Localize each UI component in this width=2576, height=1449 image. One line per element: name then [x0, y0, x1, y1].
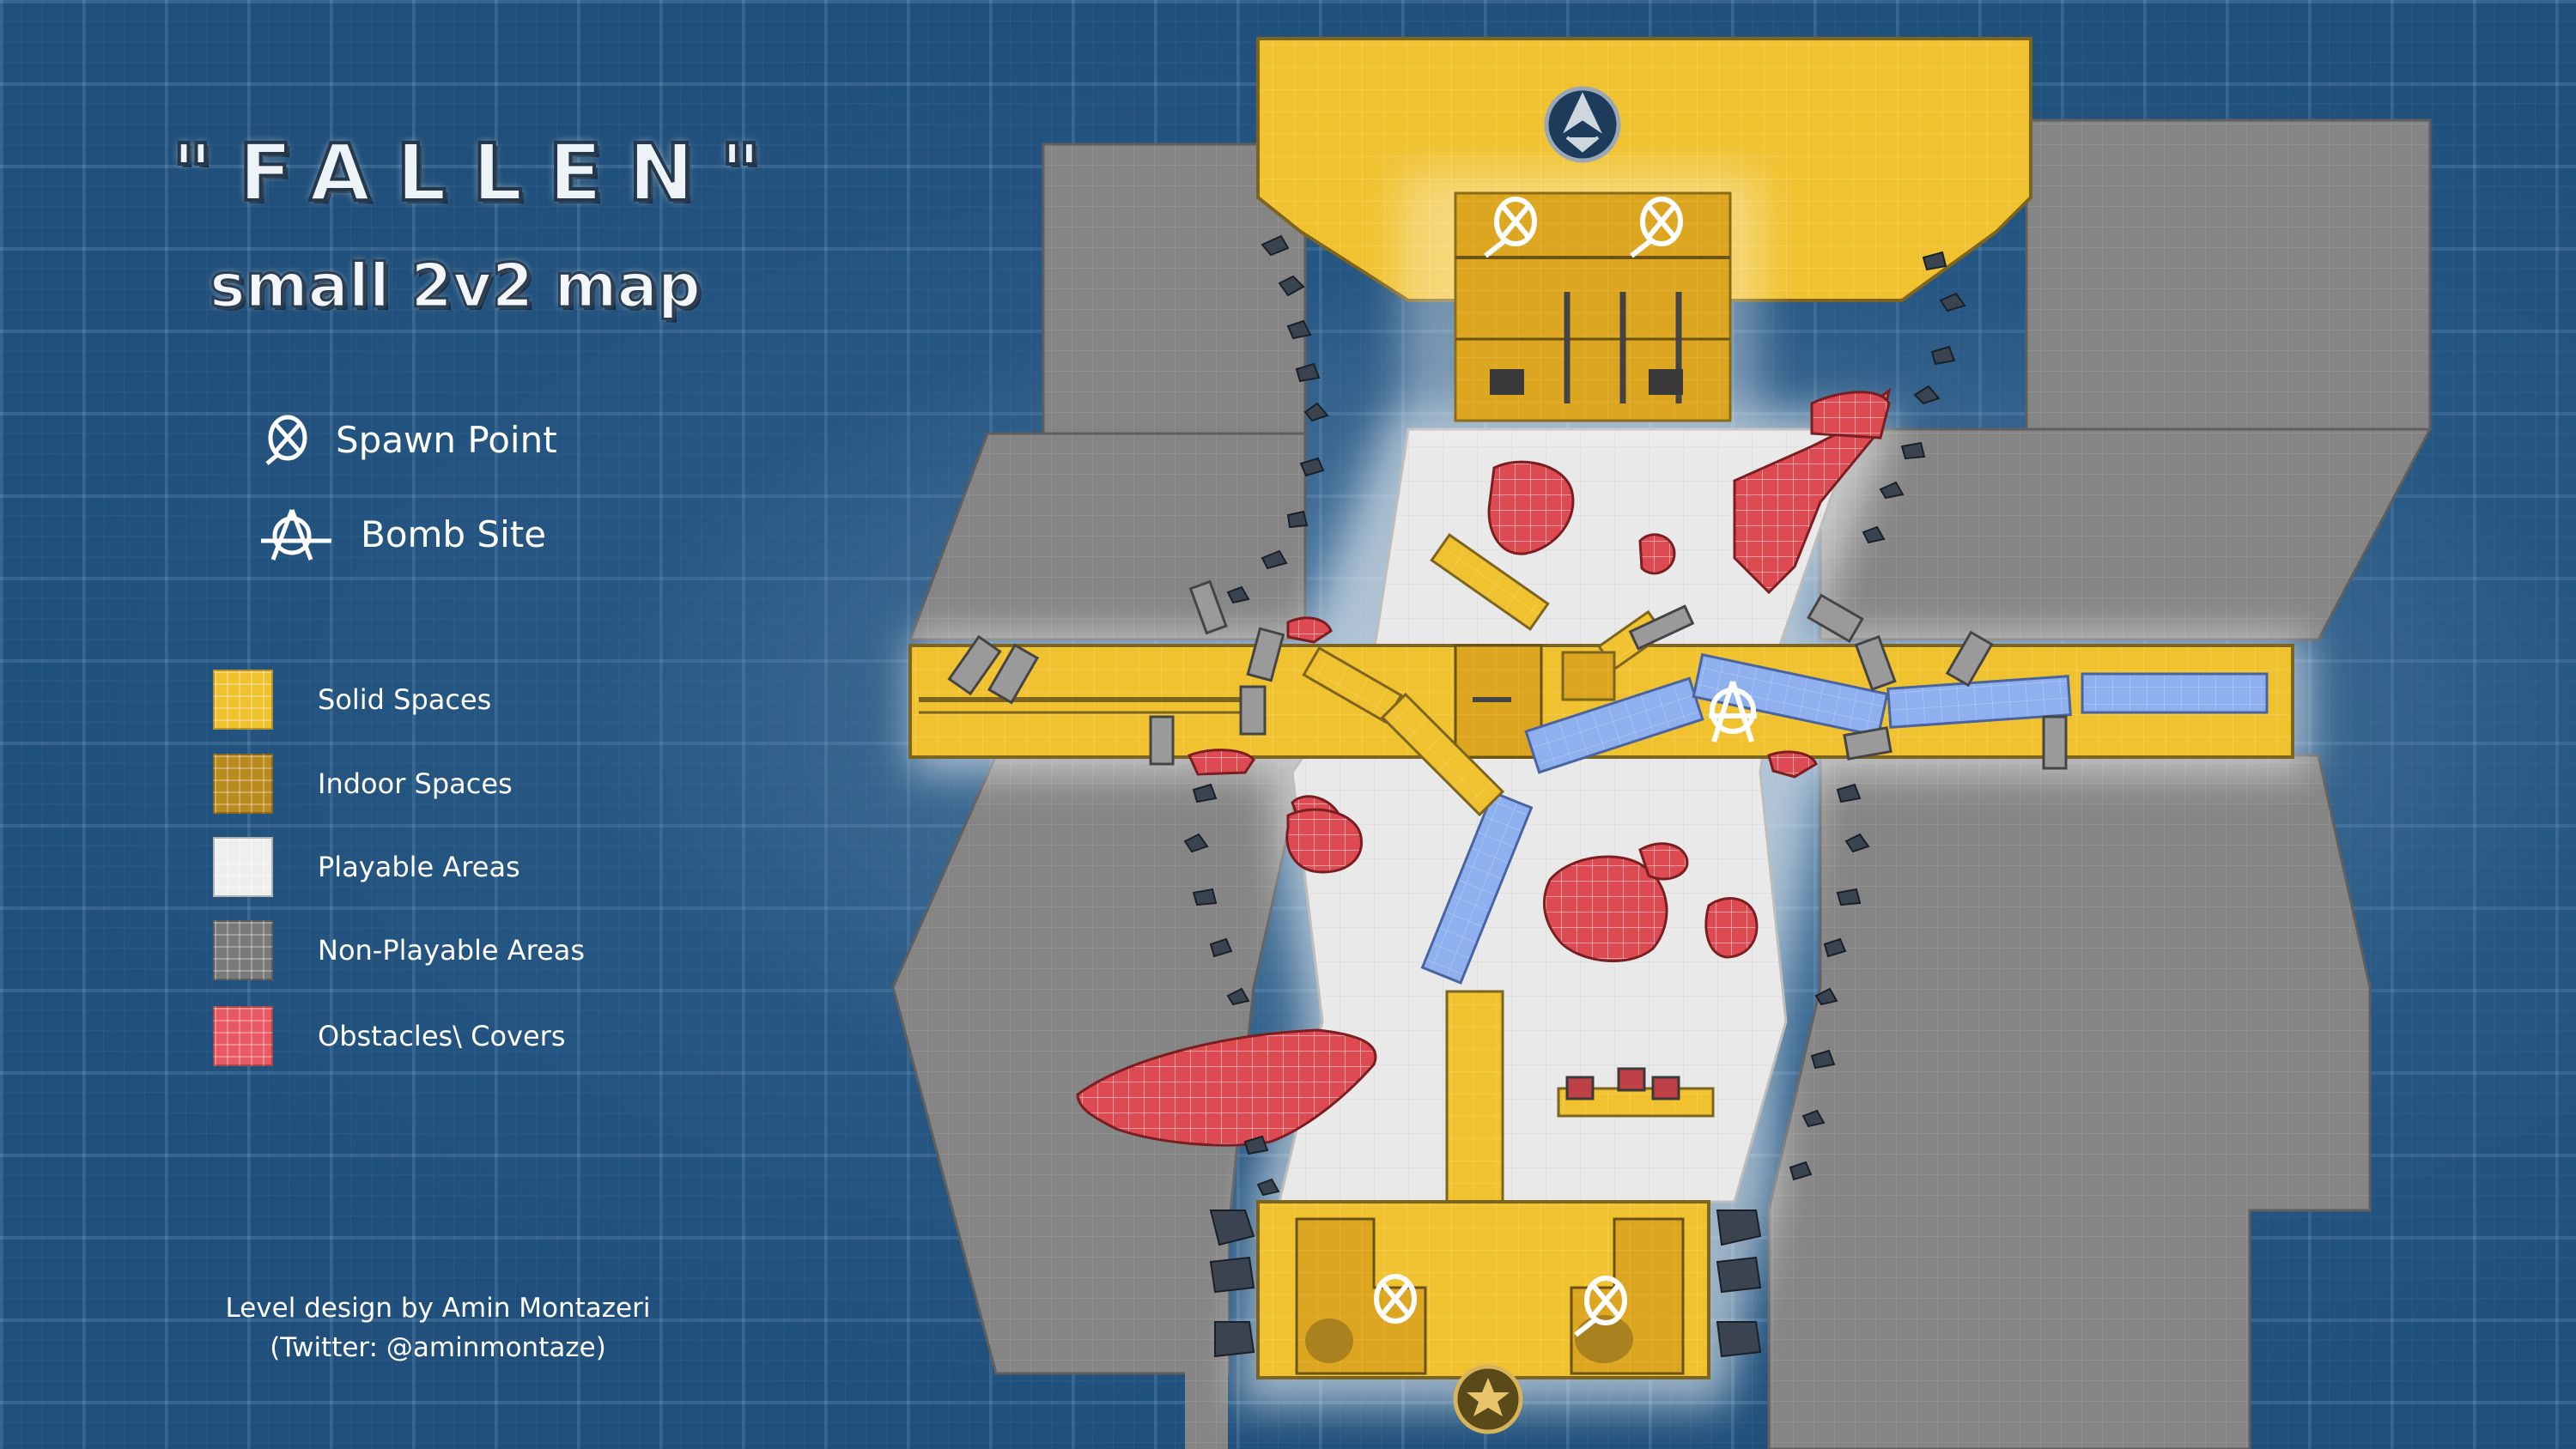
bomb-site-label: Bomb Site	[361, 512, 547, 555]
legend-playable-areas: Playable Areas	[213, 837, 520, 897]
legend-obstacles-covers: Obstacles\ Covers	[213, 1006, 566, 1066]
indoor-swatch	[213, 754, 273, 814]
gray-crates	[947, 579, 2068, 770]
red-obstacles	[1076, 387, 1892, 1147]
nonplayable-label: Non-Playable Areas	[318, 934, 586, 967]
bottom-spawn-building	[1256, 1200, 1710, 1434]
top-spawn-building	[1256, 37, 2032, 429]
map-bomb-site-marker	[1709, 681, 1757, 743]
playable-swatch	[213, 837, 273, 897]
non-playable-areas	[891, 118, 2433, 1449]
blue-covers	[1420, 652, 2269, 985]
credit-line: Level design by Amin Montazeri	[225, 1293, 651, 1324]
legend-non-playable-areas: Non-Playable Areas	[213, 920, 585, 980]
legend-panel: "FALLEN" small 2v2 map Spawn Point Bomb …	[0, 0, 893, 1449]
obstacle-label: Obstacles\ Covers	[318, 1020, 566, 1052]
nonplayable-swatch	[213, 920, 273, 980]
spawn-point-icon	[265, 415, 307, 465]
map-spawn-markers	[1374, 197, 1683, 1337]
map-title: "FALLEN"	[170, 125, 787, 221]
legend-spawn-point: Spawn Point	[262, 412, 557, 467]
bomb-site-icon	[261, 509, 331, 561]
legend-indoor-spaces: Indoor Spaces	[213, 754, 513, 814]
bottom-bench	[1557, 1067, 1715, 1118]
map-subtitle: small 2v2 map	[209, 250, 702, 323]
rubble	[1183, 234, 1966, 1358]
legend-solid-spaces: Solid Spaces	[213, 670, 491, 730]
indoor-label: Indoor Spaces	[318, 767, 513, 800]
credit-twitter: (Twitter: @aminmontaze)	[270, 1332, 606, 1363]
solid-label: Solid Spaces	[318, 683, 492, 716]
obstacle-swatch	[213, 1006, 273, 1066]
spawn-point-label: Spawn Point	[336, 418, 557, 461]
playable-label: Playable Areas	[318, 851, 520, 883]
legend-bomb-site: Bomb Site	[258, 506, 546, 561]
solid-swatch	[213, 670, 273, 730]
